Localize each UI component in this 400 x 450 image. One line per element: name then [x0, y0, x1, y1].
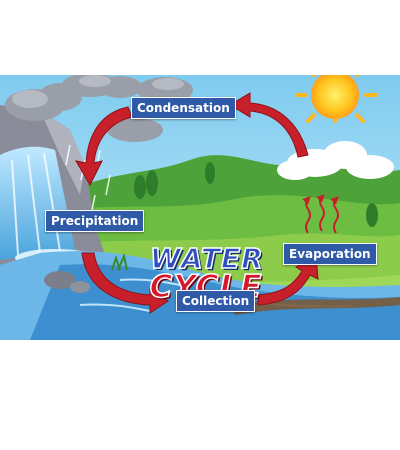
sun-icon — [295, 75, 378, 123]
label-condensation[interactable]: Condensation — [131, 97, 236, 119]
trees — [134, 162, 378, 227]
water-cycle-scene: WATER CYCLE Condensation Precipitation C… — [0, 75, 400, 340]
scene-illustration — [0, 75, 400, 340]
evaporation-arrows — [302, 194, 339, 234]
label-evaporation[interactable]: Evaporation — [283, 243, 377, 265]
title-water: WATER — [149, 241, 264, 276]
label-precipitation[interactable]: Precipitation — [45, 210, 145, 232]
label-collection[interactable]: Collection — [176, 290, 256, 312]
rock — [44, 271, 76, 289]
